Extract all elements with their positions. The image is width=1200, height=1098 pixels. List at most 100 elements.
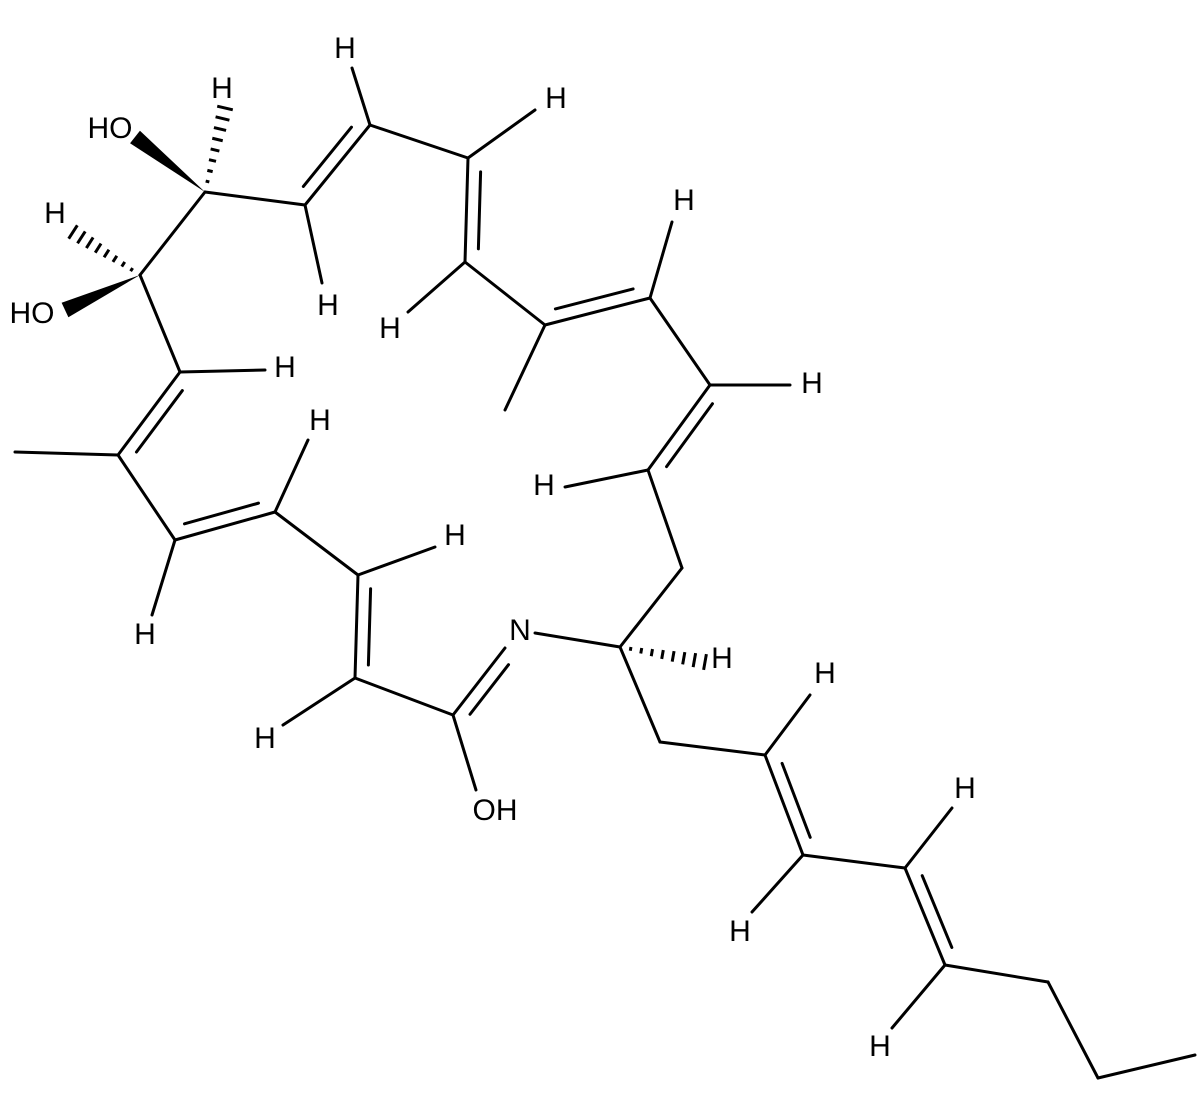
single-bond: [463, 260, 547, 327]
double-bond: [543, 296, 652, 327]
hydrogen-label: H: [254, 722, 276, 755]
hashed-bond-segment: [111, 255, 119, 263]
double-bond-inner: [468, 663, 511, 716]
single-bond: [1046, 980, 1100, 1080]
double-bond: [463, 156, 470, 264]
double-bond-inner: [476, 170, 483, 251]
single-bond: [646, 468, 684, 570]
double-bond: [763, 753, 805, 857]
single-bond: [116, 453, 177, 542]
hydrogen-bond: [350, 66, 372, 127]
single-bond: [801, 853, 907, 870]
single-bond: [648, 296, 712, 387]
double-bond-inner: [920, 874, 954, 949]
wedge-bond: [130, 130, 205, 192]
hydrogen-label: H: [869, 1030, 891, 1063]
double-bond: [116, 370, 182, 457]
wedge-bond: [61, 275, 141, 318]
bonds: [13, 66, 1197, 1080]
hydrogen-label: H: [444, 519, 466, 552]
hydrogen-label: H: [334, 32, 356, 65]
hashed-bond-segment: [93, 242, 103, 254]
double-bond-inner: [134, 389, 184, 454]
hashed-bond-segment: [649, 648, 654, 657]
single-bond: [273, 510, 360, 577]
hydrogen-bond: [273, 438, 310, 514]
single-bond: [353, 676, 455, 717]
hashed-bond-segment: [639, 647, 644, 654]
single-bond: [368, 123, 470, 160]
double-bond-inner: [780, 761, 812, 839]
hydrogen-bond: [750, 853, 805, 914]
hydrogen-bond: [648, 220, 674, 300]
hydrogen-bond: [890, 963, 947, 1030]
single-bond: [1096, 1053, 1197, 1080]
double-bond: [903, 866, 947, 967]
hydrogen-bond: [903, 806, 954, 870]
single-bond: [618, 566, 684, 649]
hashed-bond-segment: [691, 652, 698, 668]
hydrogen-bond: [178, 368, 267, 374]
single-bond: [138, 273, 182, 374]
single-bond: [451, 713, 478, 792]
single-bond: [203, 190, 307, 207]
hydrogen-bond: [563, 468, 650, 489]
hashed-bond-segment: [211, 136, 224, 143]
double-bond: [646, 383, 712, 472]
hashed-bond-segment: [210, 147, 220, 153]
hydroxyl-label-left: HO: [10, 297, 55, 330]
hashed-bond-segment: [216, 104, 234, 112]
single-bond: [138, 190, 207, 277]
hashed-bond-segment: [120, 261, 126, 268]
single-bond: [658, 740, 767, 757]
double-bond-inner: [366, 587, 373, 667]
hashed-bond-segment: [213, 126, 227, 132]
double-bond: [303, 123, 372, 207]
hydrogen-bond: [763, 693, 812, 757]
hashed-bond-segment: [215, 115, 230, 122]
hydrogen-bond: [281, 676, 357, 727]
single-bond: [503, 323, 547, 412]
hydrogen-bond: [466, 108, 537, 160]
hydrogen-label: H: [379, 312, 401, 345]
hydrogen-label: H: [44, 197, 66, 230]
hydrogen-label: H: [673, 184, 695, 217]
hashed-bond-segment: [681, 651, 687, 665]
double-bond: [451, 646, 507, 717]
hydroxyl-label-bottom: OH: [473, 794, 518, 827]
hydrogen-bond: [150, 538, 177, 617]
hashed-bond-segment: [67, 224, 79, 240]
nitrogen-label: N: [509, 614, 531, 647]
double-bond-inner: [301, 125, 353, 188]
hashed-bond-segment: [102, 248, 111, 259]
hydrogen-label: H: [317, 289, 339, 322]
hydrogen-bond: [303, 203, 324, 285]
single-bond: [533, 631, 622, 649]
hydrogen-label: H: [134, 618, 156, 651]
hydrogen-label: H: [729, 915, 751, 948]
hydrogen-label: H: [533, 469, 555, 502]
double-bond-inner: [182, 501, 260, 526]
hashed-bond-segment: [702, 653, 708, 671]
hydrogen-label: H: [814, 657, 836, 690]
double-bond-inner: [553, 287, 635, 311]
hashed-bond-segment: [129, 267, 134, 273]
hashed-bond-segment: [208, 158, 217, 163]
hashed-bond-segment: [670, 650, 676, 662]
double-bond: [173, 510, 277, 542]
hydroxyl-label-top: HO: [88, 112, 133, 145]
hashed-bond-segment: [85, 236, 95, 249]
single-bond: [618, 645, 662, 744]
hydrogen-label: H: [545, 82, 567, 115]
hydrogen-label: H: [954, 772, 976, 805]
hashed-bond-segment: [205, 179, 210, 184]
hashed-bond-segment: [206, 168, 214, 174]
hashed-bond-segment: [660, 649, 665, 660]
hydrogen-label: H: [711, 642, 733, 675]
single-bond: [13, 450, 120, 457]
hydrogen-label: H: [211, 72, 233, 105]
hydrogen-bond: [356, 545, 437, 577]
double-bond-inner: [665, 402, 714, 469]
